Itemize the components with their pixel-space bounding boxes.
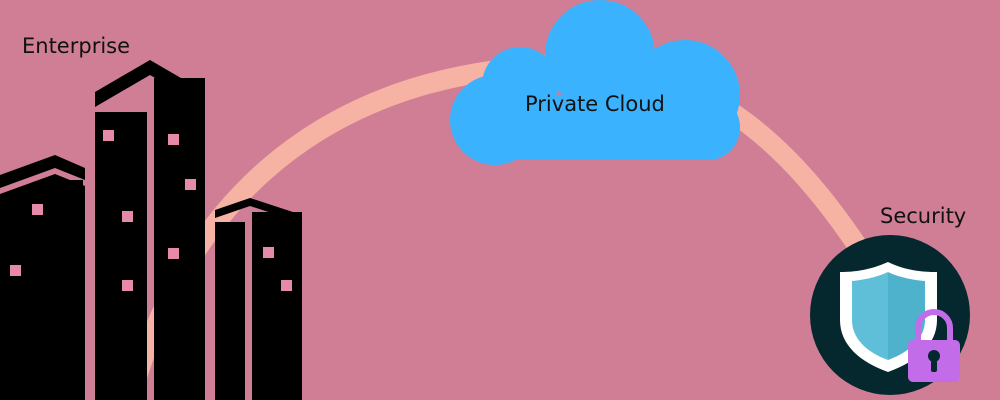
security-label: Security: [880, 204, 967, 228]
private-cloud-label: Private Cloud: [525, 92, 665, 116]
building-windows: [10, 130, 292, 291]
padlock-icon: [908, 309, 960, 382]
office-buildings-icon: [0, 60, 302, 400]
security-badge: [810, 235, 970, 395]
enterprise-label: Enterprise: [22, 34, 131, 58]
cloud-icon: [450, 0, 740, 165]
